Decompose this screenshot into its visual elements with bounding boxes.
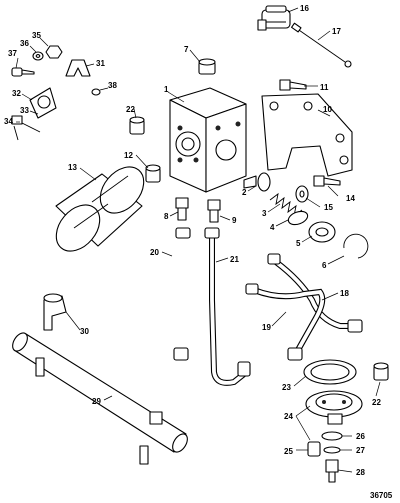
callout-32: 32: [12, 89, 21, 98]
callout-27: 27: [356, 446, 365, 455]
callout-15: 15: [324, 203, 333, 212]
callout-6: 6: [322, 261, 327, 270]
part-11-bolt: [279, 79, 307, 91]
part-29-oil-cooler: [12, 332, 188, 465]
part-31-clamp: [65, 59, 91, 77]
callout-18: 18: [340, 289, 349, 298]
part-34-screw: [13, 125, 19, 141]
part-7-plug: [198, 58, 216, 75]
callout-36: 36: [20, 39, 29, 48]
callout-labels: 1 2 3 4 5 6 7 8 9 10 11 12 13 14 15 16 1…: [4, 4, 381, 477]
callout-17: 17: [332, 27, 341, 36]
callout-24: 24: [284, 412, 293, 421]
callout-33: 33: [20, 106, 29, 115]
callout-22b: 22: [372, 398, 381, 407]
callout-12: 12: [124, 151, 133, 160]
callout-3: 3: [262, 209, 267, 218]
callout-4: 4: [270, 223, 275, 232]
part-23-gasket: [303, 359, 357, 385]
part-26-washer: [321, 431, 343, 441]
part-13-oil-filter: [55, 166, 145, 252]
part-15-washer: [295, 185, 309, 203]
callout-11: 11: [320, 83, 329, 92]
callout-14: 14: [346, 194, 355, 203]
part-35-nut: [45, 45, 63, 59]
part-14-bolt: [313, 175, 341, 187]
part-20-hose: [146, 227, 191, 381]
part-5-cap: [308, 221, 336, 243]
callout-16: 16: [300, 4, 309, 13]
part-22-fitting-upper: [129, 116, 145, 135]
callout-22a: 22: [126, 105, 135, 114]
part-8-fitting: [175, 197, 189, 221]
callout-37: 37: [8, 49, 17, 58]
callout-7: 7: [184, 45, 189, 54]
part-1-filter-adapter-block: [169, 87, 247, 193]
callout-35: 35: [32, 31, 41, 40]
part-33-screw: [11, 115, 41, 133]
figure-number: 36705: [370, 491, 393, 500]
part-36-washer: [32, 51, 44, 61]
part-18-hose: [267, 253, 363, 333]
callout-34: 34: [4, 117, 13, 126]
part-17-wire-lead: [291, 22, 352, 68]
part-16-sender: [257, 5, 291, 31]
part-2-valve: [243, 172, 271, 192]
part-32-clamp: [29, 87, 57, 119]
part-3-spring: [269, 192, 303, 218]
part-12-fitting: [145, 164, 161, 183]
callout-10: 10: [323, 105, 332, 114]
part-19-hose: [245, 283, 326, 361]
callout-2: 2: [242, 188, 247, 197]
part-9-fitting: [207, 199, 221, 223]
leader-lines: [15, 7, 381, 473]
part-28-nipple: [325, 459, 339, 483]
part-30-elbow: [43, 293, 67, 331]
callout-8: 8: [164, 212, 169, 221]
part-22-fitting-lower: [373, 362, 389, 381]
part-4-o-ring: [287, 210, 309, 226]
callout-38: 38: [108, 81, 117, 90]
callout-31: 31: [96, 59, 105, 68]
callout-23: 23: [282, 383, 291, 392]
callout-5: 5: [296, 239, 301, 248]
callout-1: 1: [164, 85, 169, 94]
part-25-fitting: [307, 441, 321, 457]
callout-26: 26: [356, 432, 365, 441]
callout-29: 29: [92, 397, 101, 406]
part-24-filter-base: [305, 390, 363, 425]
callout-9: 9: [232, 216, 237, 225]
part-10-bracket: [261, 93, 353, 177]
callout-20: 20: [150, 248, 159, 257]
part-27-washer: [323, 446, 341, 454]
part-37-screw: [11, 67, 35, 77]
part-6-snap-ring: [343, 233, 369, 259]
callout-13: 13: [68, 163, 77, 172]
part-38-washer: [91, 88, 101, 96]
callout-30: 30: [80, 327, 89, 336]
callout-28: 28: [356, 468, 365, 477]
callout-25: 25: [284, 447, 293, 456]
part-21-hose: [204, 227, 251, 386]
callout-21: 21: [230, 255, 239, 264]
callout-19: 19: [262, 323, 271, 332]
